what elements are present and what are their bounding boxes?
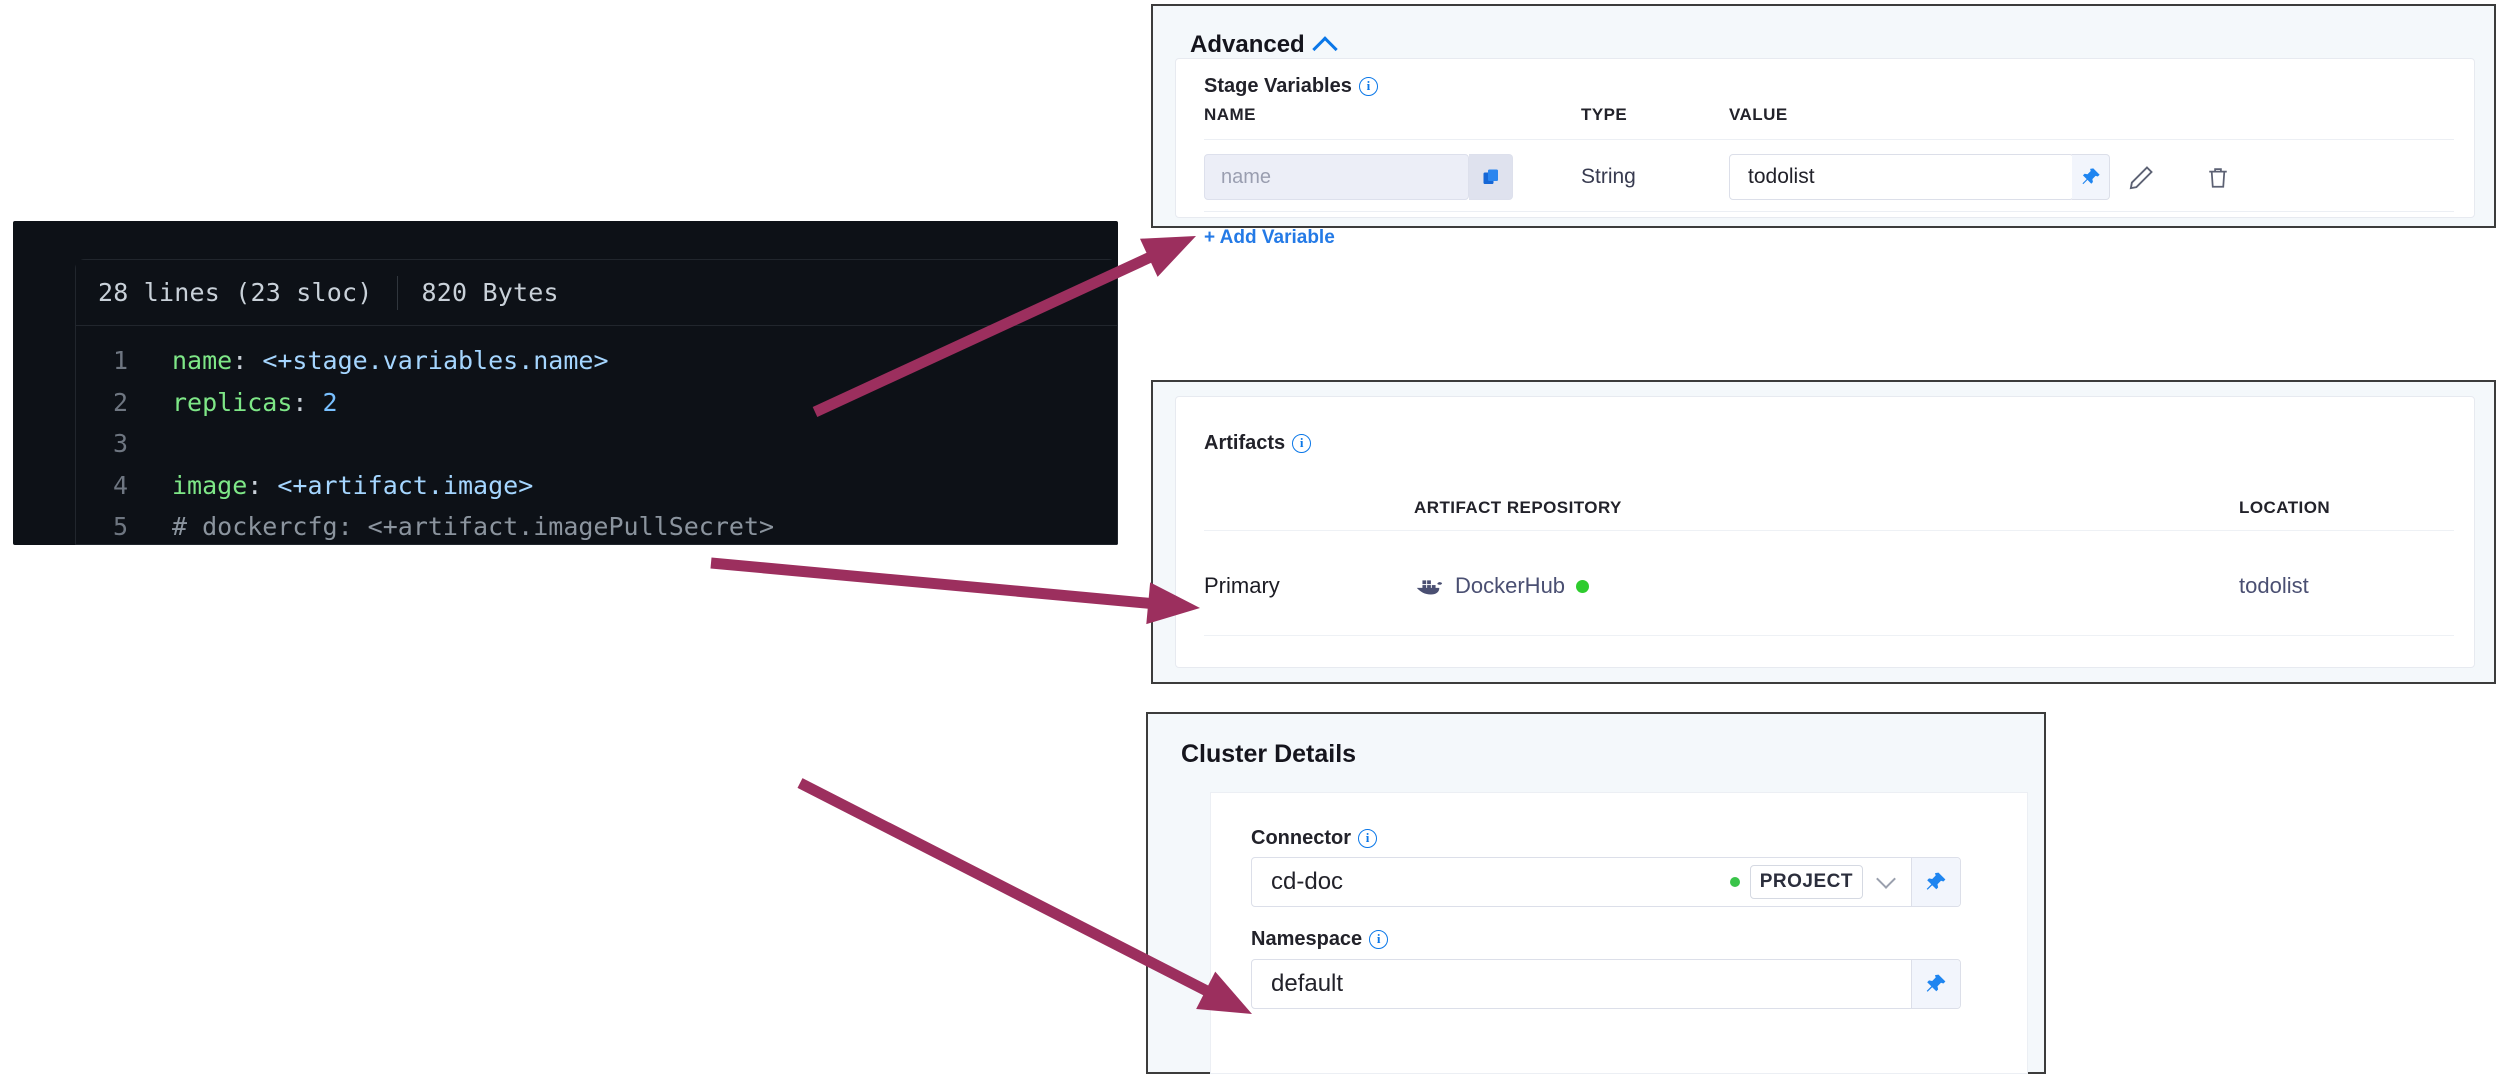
variable-value-text: todolist: [1748, 165, 1815, 188]
stage-variable-row: name String todolist: [1204, 154, 2459, 206]
stage-variables-column-headers: NAME TYPE VALUE: [1204, 105, 2454, 131]
column-header-type: TYPE: [1581, 105, 1628, 124]
artifacts-label: Artifacts i: [1204, 432, 1312, 455]
code-line-number: 2: [112, 387, 128, 417]
advanced-panel: Advanced Stage Variables i NAME TYPE VAL…: [1151, 4, 2496, 248]
info-icon[interactable]: i: [1369, 930, 1389, 949]
artifacts-divider-bottom: [1204, 635, 2454, 636]
meta-divider: [396, 275, 398, 310]
advanced-section-header[interactable]: Advanced: [1190, 31, 1338, 62]
trash-icon[interactable]: [2201, 161, 2235, 195]
namespace-label-text: Namespace: [1251, 928, 1363, 950]
code-line-number: 5: [112, 512, 128, 541]
namespace-field[interactable]: default: [1251, 959, 1961, 1009]
variable-value-input[interactable]: todolist: [1729, 154, 2074, 200]
table-divider-bottom: [1204, 211, 2454, 212]
code-file-card: 28 lines (23 sloc) 820 Bytes 1 name: <+st…: [75, 259, 1118, 545]
cluster-details-card: Connector i cd-doc PROJECT Namespace i: [1210, 792, 2028, 1074]
artifacts-column-headers: ARTIFACT REPOSITORY LOCATION: [1204, 498, 2454, 522]
docker-whale-icon: [1416, 580, 1443, 595]
arrow-artifact-image: [710, 557, 1200, 625]
info-icon[interactable]: i: [1292, 434, 1312, 453]
code-line: 3: [76, 423, 1117, 465]
connector-scope-dot: [1729, 877, 1740, 887]
code-line-text: replicas: 2: [172, 387, 338, 417]
stage-variables-label-text: Stage Variables: [1204, 75, 1352, 97]
code-lines: 1 name: <+stage.variables.name> 2 replicas:…: [76, 326, 1117, 545]
pin-icon[interactable]: [2072, 154, 2110, 200]
code-viewer: 28 lines (23 sloc) 820 Bytes 1 name: <+st…: [13, 221, 1118, 545]
pencil-icon[interactable]: [2124, 161, 2158, 195]
info-icon[interactable]: i: [1358, 77, 1378, 96]
code-lines-count: 28 lines (23 sloc): [98, 278, 373, 307]
code-line: 2 replicas: 2: [76, 382, 1117, 424]
code-file-meta: 28 lines (23 sloc) 820 Bytes: [76, 260, 1117, 326]
pin-icon[interactable]: [1911, 858, 1960, 906]
column-header-name: NAME: [1204, 105, 1256, 124]
connector-scope-badge: PROJECT: [1749, 865, 1863, 899]
connector-label: Connector i: [1251, 827, 1377, 850]
artifact-repository-name: DockerHub: [1455, 573, 1566, 598]
connector-field[interactable]: cd-doc PROJECT: [1251, 857, 1961, 907]
column-header-location: LOCATION: [2239, 498, 2331, 517]
code-line-number: 1: [112, 346, 128, 375]
connector-value: cd-doc: [1271, 868, 1344, 895]
column-header-value: VALUE: [1729, 105, 1788, 124]
cluster-details-panel: Cluster Details Connector i cd-doc PROJE…: [1146, 712, 2046, 1074]
code-line-number: 3: [112, 429, 128, 458]
namespace-value: default: [1271, 970, 1344, 997]
artifact-repository-cell[interactable]: DockerHub: [1414, 573, 1590, 599]
advanced-title-text: Advanced: [1190, 31, 1305, 58]
cluster-details-title: Cluster Details: [1181, 740, 1357, 768]
stage-variables-card: Stage Variables i NAME TYPE VALUE name: [1175, 58, 2475, 248]
copy-icon[interactable]: [1469, 154, 1513, 200]
column-header-artifact-repository: ARTIFACT REPOSITORY: [1414, 498, 1622, 517]
info-icon[interactable]: i: [1358, 829, 1377, 848]
code-line-text: image: <+artifact.image>: [172, 470, 534, 500]
add-variable-button[interactable]: + Add Variable: [1204, 227, 1335, 248]
code-line: 1 name: <+stage.variables.name>: [76, 340, 1117, 382]
variable-type-value: String: [1581, 165, 1636, 188]
code-line: 5 # dockercfg: <+artifact.imagePullSecret…: [76, 506, 1117, 545]
artifact-row: Primary DockerHub todolist: [1204, 530, 2454, 635]
artifacts-panel: Artifacts i ARTIFACT REPOSITORY LOCATION…: [1151, 380, 2496, 684]
pin-icon[interactable]: [1911, 960, 1960, 1008]
code-line-text: # dockercfg: <+artifact.imagePullSecret>: [172, 512, 775, 541]
artifact-location: todolist: [2239, 573, 2309, 598]
code-line-text: name: <+stage.variables.name>: [172, 346, 609, 375]
artifact-status-dot: [1576, 579, 1590, 593]
artifacts-label-text: Artifacts: [1204, 432, 1286, 454]
chevron-down-icon[interactable]: [1876, 869, 1896, 889]
artifacts-card: Artifacts i ARTIFACT REPOSITORY LOCATION…: [1175, 396, 2475, 668]
variable-name-placeholder: name: [1221, 165, 1272, 188]
connector-label-text: Connector: [1251, 827, 1351, 849]
code-line-number: 4: [112, 470, 128, 500]
artifact-kind: Primary: [1204, 573, 1280, 598]
variable-name-input[interactable]: name: [1204, 154, 1469, 200]
artifacts-divider: [1204, 530, 2454, 531]
namespace-label: Namespace i: [1251, 928, 1389, 951]
table-divider: [1204, 139, 2454, 140]
stage-variables-label: Stage Variables i: [1204, 75, 1378, 98]
code-byte-size: 820 Bytes: [421, 278, 559, 307]
code-line: 4 image: <+artifact.image>: [76, 465, 1117, 507]
